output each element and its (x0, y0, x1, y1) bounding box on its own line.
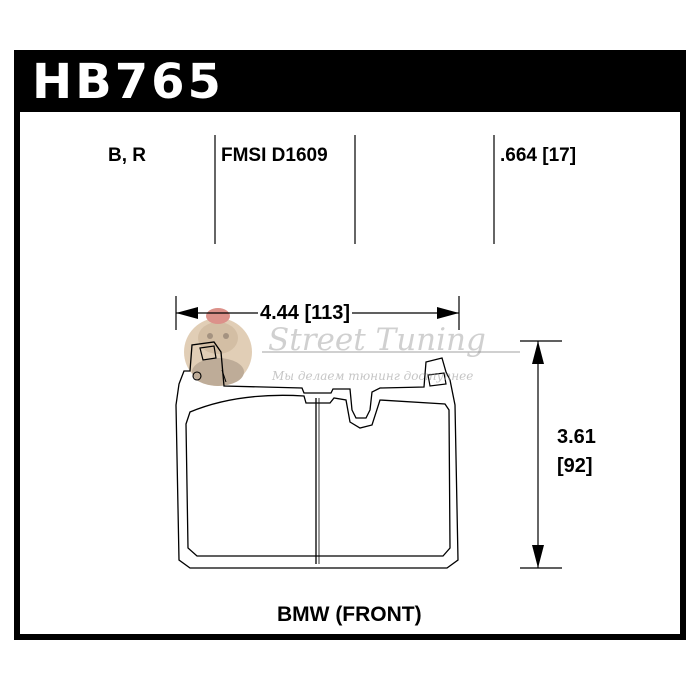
part-number: HB765 (32, 54, 224, 110)
friction-material (185, 394, 451, 557)
frame-bottom-border (14, 634, 686, 640)
header-bar (14, 50, 686, 112)
height-dimension-inches: 3.61 (557, 426, 596, 448)
pad-backing-plate (175, 341, 459, 569)
pad-lug-right (427, 372, 447, 387)
height-dimension-mm: [92] (557, 455, 593, 477)
height-arrow-top (532, 341, 544, 364)
vehicle-caption: BMW (FRONT) (277, 603, 422, 626)
pad-lug-left (199, 345, 217, 361)
compound-codes: B, R (108, 145, 146, 166)
fmsi-number: FMSI D1609 (221, 145, 328, 166)
pad-thickness: .664 [17] (500, 145, 577, 166)
frame-right-border (680, 112, 686, 640)
frame-left-border (14, 112, 20, 640)
watermark-subtitle: Мы делаем тюнинг доступнее (272, 369, 474, 383)
mounting-hole (192, 371, 202, 381)
width-dimension-label: 4.44 [113] (258, 302, 353, 325)
width-arrow-left (176, 307, 198, 319)
bulldog-mascot-icon (184, 308, 252, 386)
width-arrow-right (437, 307, 459, 319)
watermark-title: Street Tuning (268, 322, 486, 358)
height-arrow-bottom (532, 545, 544, 568)
